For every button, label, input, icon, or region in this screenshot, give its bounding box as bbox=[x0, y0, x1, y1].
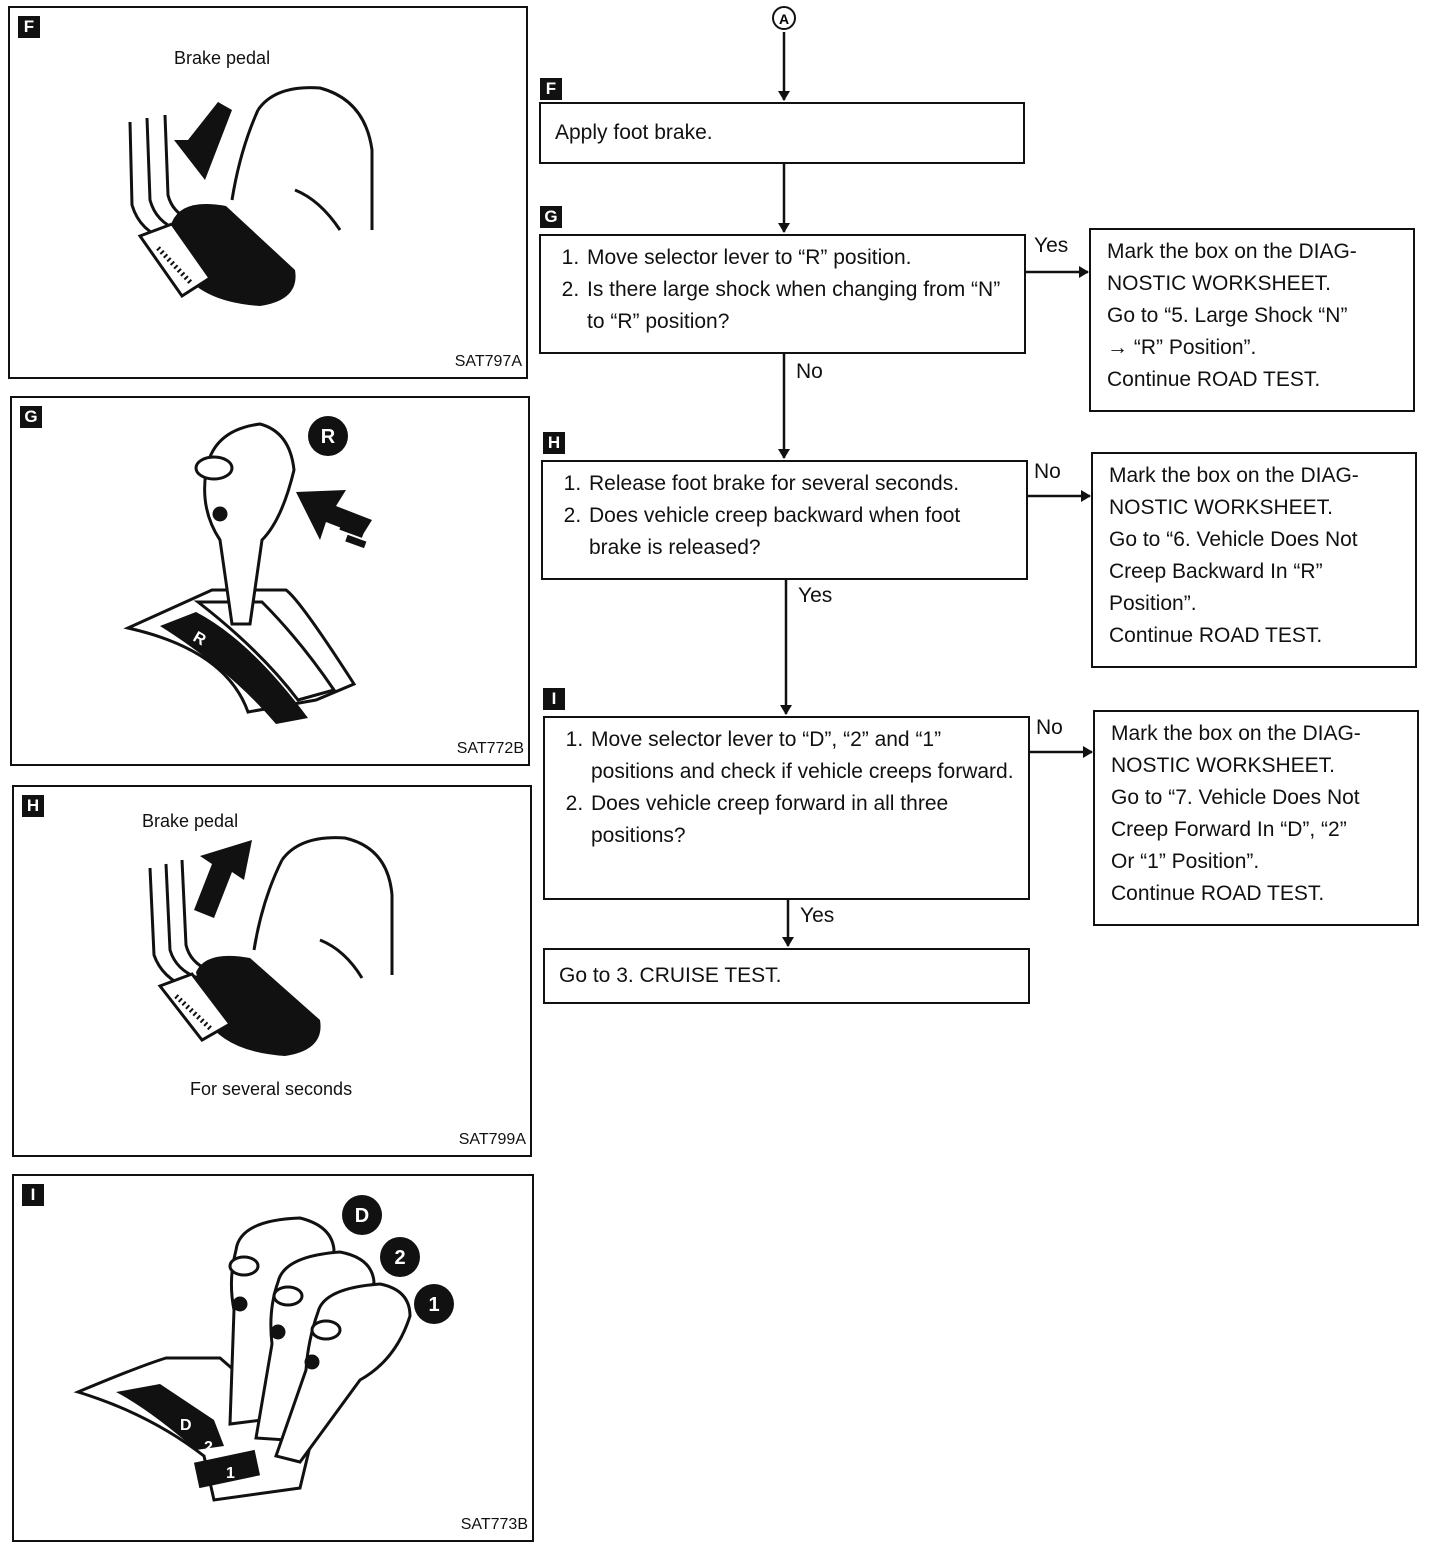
step-i-result-line-1: Mark the box on the DIAG- bbox=[1111, 722, 1361, 745]
gate-label-d: D bbox=[180, 1417, 192, 1434]
brake-pedal-press-drawing bbox=[128, 86, 374, 242]
panel-h-note: For several seconds bbox=[190, 1079, 353, 1099]
position-badge-1-label: 1 bbox=[428, 1294, 439, 1316]
step-f-box: Apply foot brake. bbox=[539, 102, 1025, 164]
panel-f-caption: Brake pedal bbox=[174, 48, 271, 68]
position-badge-r-label: R bbox=[321, 426, 336, 448]
step-h-yes-label: Yes bbox=[798, 584, 833, 607]
connector-a-label: A bbox=[779, 11, 789, 27]
panel-i-tag: I bbox=[22, 1184, 44, 1206]
position-badge-r bbox=[308, 416, 348, 456]
end-step-text: Go to 3. CRUISE TEST. bbox=[559, 964, 782, 987]
end-step-box: Go to 3. CRUISE TEST. bbox=[543, 948, 1030, 1004]
step-i-result-line-5: Or “1” Position”. bbox=[1111, 850, 1260, 873]
step-f-text: Apply foot brake. bbox=[555, 121, 713, 144]
step-i-result-line-2: NOSTIC WORKSHEET. bbox=[1111, 754, 1336, 777]
step-i-list: Move selector lever to “D”, “2” and “1” … bbox=[559, 724, 1018, 852]
step-g-tag: G bbox=[540, 206, 562, 228]
step-h-list: Release foot brake for several seconds. … bbox=[557, 468, 1016, 564]
step-g-list: Move selector lever to “R” position. Is … bbox=[555, 242, 1014, 338]
panel-f-illustration: F Brake pedal SAT797A bbox=[8, 6, 528, 379]
step-g-yes-label: Yes bbox=[1034, 234, 1069, 257]
position-badge-1 bbox=[414, 1284, 454, 1324]
panel-f-tag: F bbox=[18, 16, 40, 38]
step-g-result-line-1: Mark the box on the DIAG- bbox=[1107, 240, 1357, 263]
panel-h-caption: Brake pedal bbox=[142, 811, 239, 831]
gate-d21-dark bbox=[116, 1384, 224, 1450]
press-arrow-icon bbox=[174, 102, 232, 180]
released-pedal-pad bbox=[157, 972, 233, 1042]
position-badge-2-label: 2 bbox=[394, 1247, 405, 1269]
step-i-item-1: Move selector lever to “D”, “2” and “1” … bbox=[589, 724, 1018, 788]
step-i-tag: I bbox=[543, 688, 565, 710]
position-badge-2 bbox=[380, 1237, 420, 1277]
step-i-no-label: No bbox=[1036, 716, 1063, 739]
panel-i-code: SAT773B bbox=[460, 1516, 528, 1533]
gate-slot-dark bbox=[160, 612, 308, 724]
step-g-box: Move selector lever to “R” position. Is … bbox=[539, 234, 1026, 354]
step-f-tag: F bbox=[540, 78, 562, 100]
step-h-item-2: Does vehicle creep backward when foot br… bbox=[587, 500, 1016, 564]
step-g-result-line-4: → “R” Position”. bbox=[1107, 336, 1257, 359]
step-i-result-line-3: Go to “7. Vehicle Does Not bbox=[1111, 786, 1360, 809]
panel-h-tag: H bbox=[22, 795, 44, 817]
panel-h-illustration: H Brake pedal For several seconds SAT799… bbox=[12, 785, 532, 1157]
panel-f-code: SAT797A bbox=[454, 353, 522, 370]
step-h-no-label: No bbox=[1034, 460, 1061, 483]
position-badge-d-label: D bbox=[355, 1205, 369, 1227]
step-g-item-2: Is there large shock when changing from … bbox=[585, 274, 1014, 338]
released-pedal-shoe-dark bbox=[196, 955, 321, 1056]
step-i-result-box: Mark the box on the DIAG- NOSTIC WORKSHE… bbox=[1093, 710, 1419, 926]
step-i-yes-label: Yes bbox=[800, 904, 835, 927]
step-h-result-line-1: Mark the box on the DIAG- bbox=[1109, 464, 1359, 487]
step-h-item-1: Release foot brake for several seconds. bbox=[587, 468, 1016, 500]
step-g-no-label: No bbox=[796, 360, 823, 383]
pedal-pad bbox=[137, 222, 213, 299]
step-g-item-1: Move selector lever to “R” position. bbox=[585, 242, 1014, 274]
panel-g-code: SAT772B bbox=[456, 740, 524, 757]
position-badge-d bbox=[342, 1195, 382, 1235]
panel-h-code: SAT799A bbox=[458, 1131, 526, 1148]
step-g-result-line-5: Continue ROAD TEST. bbox=[1107, 368, 1321, 391]
gate-label-2: 2 bbox=[204, 1439, 213, 1456]
step-i-result-line-4: Creep Forward In “D”, “2” bbox=[1111, 818, 1347, 841]
step-i-box: Move selector lever to “D”, “2” and “1” … bbox=[543, 716, 1030, 900]
step-h-box: Release foot brake for several seconds. … bbox=[541, 460, 1028, 580]
step-h-result-line-3: Go to “6. Vehicle Does Not bbox=[1109, 528, 1358, 551]
connector-a-circle bbox=[772, 6, 796, 30]
step-g-result-line-2: NOSTIC WORKSHEET. bbox=[1107, 272, 1332, 295]
step-i-result-line-6: Continue ROAD TEST. bbox=[1111, 882, 1325, 905]
step-h-result-line-5: Position”. bbox=[1109, 592, 1197, 615]
step-h-result-line-4: Creep Backward In “R” bbox=[1109, 560, 1323, 583]
step-g-result-line-3: Go to “5. Large Shock “N” bbox=[1107, 304, 1348, 327]
step-h-result-box: Mark the box on the DIAG- NOSTIC WORKSHE… bbox=[1091, 452, 1417, 668]
panel-g-tag: G bbox=[20, 406, 42, 428]
step-h-result-line-6: Continue ROAD TEST. bbox=[1109, 624, 1323, 647]
step-i-item-2: Does vehicle creep forward in all three … bbox=[589, 788, 1018, 852]
step-h-result-line-2: NOSTIC WORKSHEET. bbox=[1109, 496, 1334, 519]
step-h-tag: H bbox=[543, 432, 565, 454]
release-arrow-icon bbox=[194, 840, 252, 918]
gate-label-1: 1 bbox=[226, 1465, 235, 1482]
step-g-result-box: Mark the box on the DIAG- NOSTIC WORKSHE… bbox=[1089, 228, 1415, 412]
